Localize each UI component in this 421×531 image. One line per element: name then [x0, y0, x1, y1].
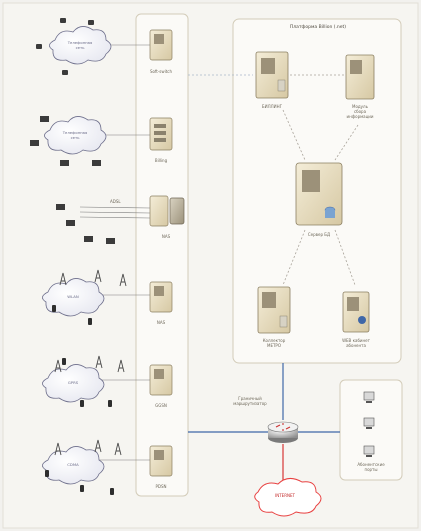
- tower-icon: [94, 269, 102, 283]
- tower-icon: [117, 359, 125, 373]
- gateway-label: Billing: [155, 158, 168, 163]
- platform-title: Платформа Billion (.net): [290, 24, 346, 30]
- internet-cloud: INTERNET: [254, 478, 322, 517]
- tower-icon: [114, 442, 122, 456]
- border-router: [267, 421, 299, 443]
- tower-icon: [54, 359, 62, 373]
- gateway-billing: Billing: [149, 117, 173, 163]
- gateway-softswitch: Soft-switch: [149, 29, 173, 74]
- cloud-label: CDMA: [67, 462, 79, 467]
- link-blue: [188, 363, 340, 433]
- internet-label: INTERNET: [275, 493, 295, 498]
- gateway-label: Soft-switch: [150, 69, 173, 74]
- tower-icons: [54, 269, 127, 456]
- workstation-icon: [363, 445, 375, 457]
- phone-icon: [36, 44, 42, 49]
- gateway-column-panel: [135, 13, 189, 497]
- phone-icon: [88, 20, 94, 25]
- workstation-icon: [363, 391, 375, 403]
- tower-icon: [59, 272, 67, 286]
- gateway-pdsn: PDSN: [149, 445, 173, 489]
- mobile-devices: [45, 305, 114, 495]
- gateway-label: GGSN: [155, 403, 167, 408]
- tower-icon: [94, 439, 102, 453]
- tower-icon: [119, 273, 127, 287]
- server-core-db: Сервер БД: [295, 162, 343, 237]
- pc-icon: [84, 236, 93, 242]
- server-label: БИЛЛИНГ: [262, 104, 283, 109]
- server-label: Сервер БД: [308, 232, 330, 237]
- gateway-label: NAS: [157, 320, 166, 325]
- phone-icon: [62, 70, 68, 75]
- gateway-label: NAS: [162, 234, 171, 239]
- tower-icon: [54, 442, 62, 456]
- adsl-label: ADSL: [110, 199, 121, 204]
- pc-icon: [30, 140, 39, 146]
- pc-icon: [60, 160, 69, 166]
- clients-panel: [339, 379, 403, 481]
- cloud-wlan: WLAN: [42, 278, 105, 317]
- access-devices: [30, 18, 115, 244]
- gateway-ggsn: GGSN: [149, 364, 173, 408]
- gateway-label: PDSN: [155, 484, 166, 489]
- gateway-nas-1: NAS: [149, 195, 185, 239]
- pc-icon: [40, 116, 49, 122]
- workstation-icon: [363, 417, 375, 429]
- pc-icon: [92, 160, 101, 166]
- gateway-nas-2: NAS: [149, 281, 173, 325]
- phone-icon: [60, 18, 66, 23]
- pc-icon: [56, 204, 65, 210]
- cloud-label: WLAN: [67, 294, 79, 299]
- tower-icon: [95, 355, 103, 369]
- pc-icon: [66, 220, 75, 226]
- platform-internal-links: [282, 74, 359, 286]
- server-billing-db: БИЛЛИНГ: [255, 51, 289, 109]
- pc-icon: [106, 238, 115, 244]
- cloud-label: GPRS: [68, 380, 79, 385]
- cloud-gprs: GPRS: [42, 364, 105, 403]
